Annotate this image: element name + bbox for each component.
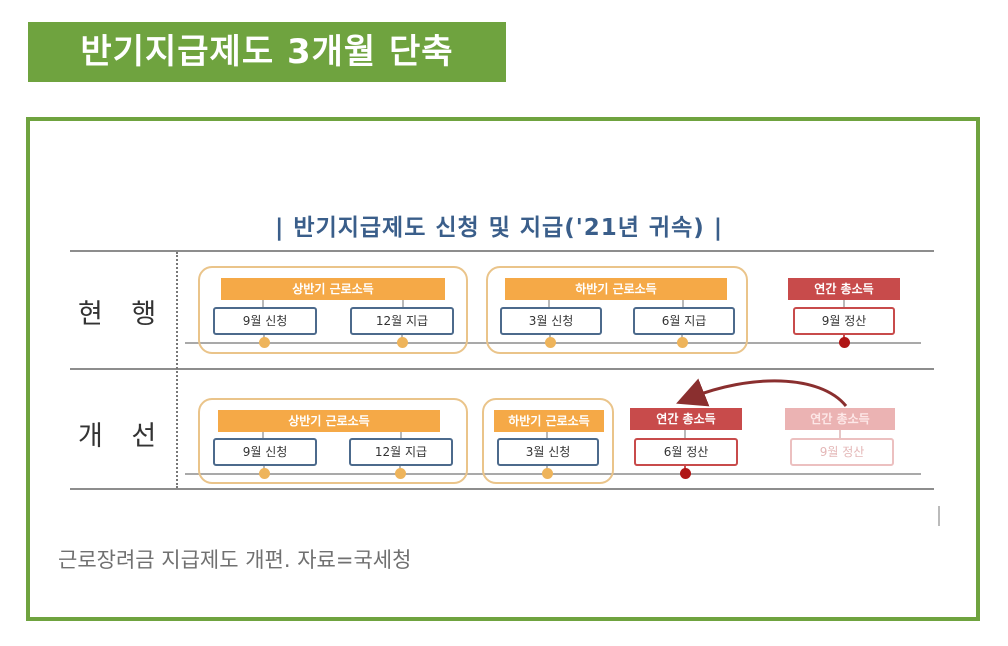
box-current-settle: 9월 정산 bbox=[793, 307, 895, 335]
connector bbox=[546, 432, 548, 439]
bar-improved-annual-new: 연간 총소득 bbox=[630, 408, 742, 430]
column-divider bbox=[176, 252, 178, 488]
group-improved-second-half bbox=[482, 398, 614, 484]
box-improved-settle-new: 6월 정산 bbox=[634, 438, 738, 466]
bar-current-annual: 연간 총소득 bbox=[788, 278, 900, 300]
table-top-line bbox=[70, 250, 934, 252]
row-label-improved: 개 선 bbox=[78, 421, 167, 452]
connector bbox=[839, 430, 841, 438]
row-divider-line bbox=[70, 368, 934, 370]
connector bbox=[684, 430, 686, 438]
bar-current-second-half: 하반기 근로소득 bbox=[505, 278, 727, 300]
group-current-second-half bbox=[486, 266, 748, 354]
connector bbox=[262, 432, 264, 439]
table-bottom-line bbox=[70, 488, 934, 490]
box-improved-pay: 12월 지급 bbox=[349, 438, 453, 466]
box-improved-second-apply: 3월 신청 bbox=[497, 438, 599, 466]
row-label-current: 현 행 bbox=[78, 299, 167, 330]
connector bbox=[843, 300, 845, 308]
group-improved-first-half bbox=[198, 398, 468, 484]
timeline-marker bbox=[397, 337, 408, 348]
timeline-marker bbox=[839, 337, 850, 348]
connector bbox=[682, 300, 684, 308]
box-improved-apply: 9월 신청 bbox=[213, 438, 317, 466]
box-current-apply: 9월 신청 bbox=[213, 307, 317, 335]
bar-improved-second-half: 하반기 근로소득 bbox=[494, 410, 604, 432]
connector bbox=[402, 300, 404, 308]
connector bbox=[262, 300, 264, 308]
diagram-title: | 반기지급제도 신청 및 지급('21년 귀속) | bbox=[275, 215, 724, 241]
connector bbox=[400, 432, 402, 439]
timeline-marker bbox=[395, 468, 406, 479]
timeline-marker bbox=[259, 337, 270, 348]
headline-banner: 반기지급제도 3개월 단축 bbox=[28, 22, 506, 82]
bar-improved-first-half: 상반기 근로소득 bbox=[218, 410, 440, 432]
box-improved-settle-old: 9월 정산 bbox=[790, 438, 894, 466]
timeline-marker bbox=[677, 337, 688, 348]
box-current-second-pay: 6월 지급 bbox=[633, 307, 735, 335]
group-current-first-half bbox=[198, 266, 468, 354]
box-current-second-apply: 3월 신청 bbox=[500, 307, 602, 335]
timeline-marker bbox=[259, 468, 270, 479]
edge-mark bbox=[938, 506, 940, 526]
connector bbox=[548, 300, 550, 308]
timeline-improved bbox=[185, 473, 921, 475]
timeline-marker bbox=[680, 468, 691, 479]
box-current-pay: 12월 지급 bbox=[350, 307, 454, 335]
timeline-marker bbox=[542, 468, 553, 479]
bar-improved-annual-old: 연간 총소득 bbox=[785, 408, 895, 430]
bar-current-first-half: 상반기 근로소득 bbox=[221, 278, 445, 300]
shift-arrow-icon bbox=[676, 378, 848, 407]
timeline-marker bbox=[545, 337, 556, 348]
image-caption: 근로장려금 지급제도 개편. 자료=국세청 bbox=[58, 548, 412, 572]
